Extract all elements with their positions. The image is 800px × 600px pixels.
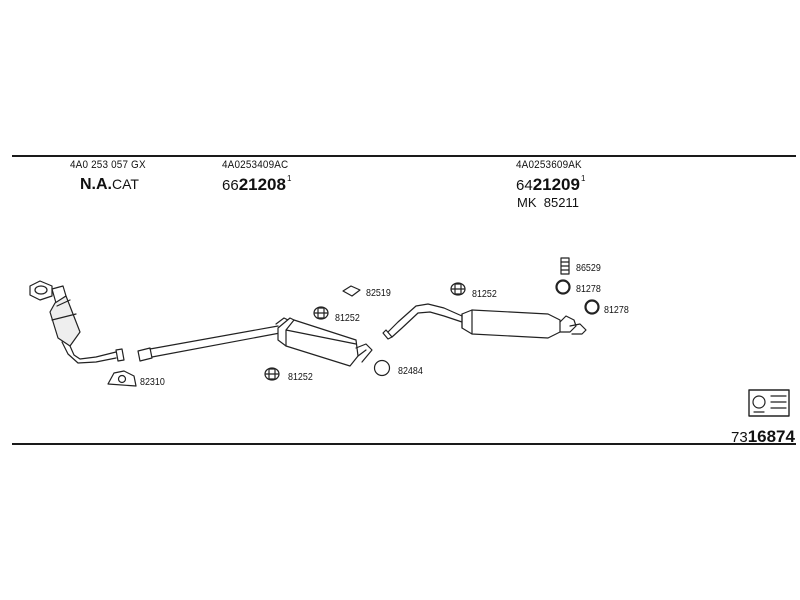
middle-silencer-icon [277,317,373,367]
top-rule [12,155,796,157]
part-label-81252-c: 81252 [472,288,497,300]
oe-number-middle: 4A0253409AC [222,159,289,171]
bottom-rule [12,443,796,445]
catalytic-converter-icon [29,280,125,364]
part-label-82484: 82484 [398,365,423,377]
o-ring-icon [555,279,571,295]
clamp-icon [342,285,361,297]
rear-silencer-icon [461,309,587,339]
part-label-81278-a: 81278 [576,283,601,295]
mounting-kit-icon [748,389,790,417]
part-label-81278-b: 81278 [604,304,629,316]
part-label-82310: 82310 [140,376,165,388]
part-label-81252-b: 81252 [288,371,313,383]
diagram-code: 7316874 [731,427,795,446]
bracket-icon [560,257,570,275]
cat-label: N.A.CAT [80,176,139,193]
rear-pipe-icon [382,303,463,340]
rubber-hanger-icon [264,367,280,381]
part-label-82519: 82519 [366,287,391,299]
front-pipe-icon [137,317,293,362]
o-ring-icon [373,359,391,377]
mounting-kit-label: MK 85211 [517,195,579,210]
part-label-81252-a: 81252 [335,312,360,324]
o-ring-icon [584,299,600,315]
part-label-86529: 86529 [576,262,601,274]
flange-gasket-icon [107,370,137,387]
oe-number-cat: 4A0 253 057 GX [70,159,146,171]
part-number-middle: 66212081 [222,174,292,194]
part-number-rear: 64212091 [516,174,586,194]
oe-number-rear: 4A0253609AK [516,159,582,171]
rubber-hanger-icon [450,282,466,296]
rubber-hanger-icon [313,306,329,320]
